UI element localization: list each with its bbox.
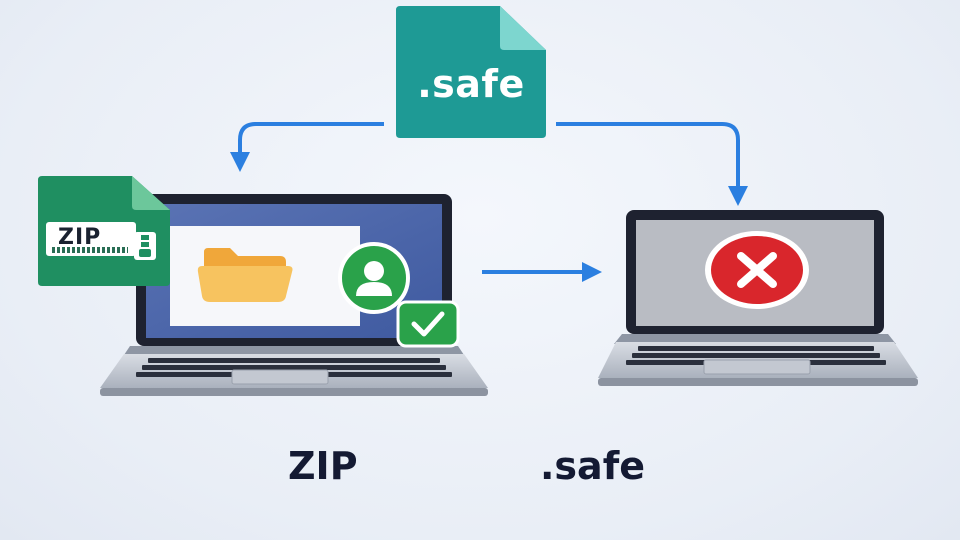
safe-file-extension: .safe (417, 62, 525, 106)
folder-icon (197, 248, 293, 302)
checkmark-icon (396, 300, 460, 348)
user-avatar-icon (338, 242, 410, 314)
caption-zip: ZIP (288, 444, 358, 488)
zip-barcode-strip (52, 247, 128, 253)
zipper-icon (134, 232, 156, 260)
caption-safe: .safe (540, 444, 646, 488)
left-laptop-touchpad (231, 369, 329, 385)
zip-file-icon: ZIP (38, 176, 170, 286)
arrow-to-right-laptop (556, 122, 748, 206)
arrow-to-left-laptop (230, 122, 384, 172)
right-laptop-touchpad (703, 359, 811, 375)
zip-label-tag: ZIP (46, 222, 136, 256)
safe-file-icon: .safe (396, 6, 546, 138)
error-x-icon (705, 231, 809, 309)
zip-label: ZIP (58, 225, 102, 250)
